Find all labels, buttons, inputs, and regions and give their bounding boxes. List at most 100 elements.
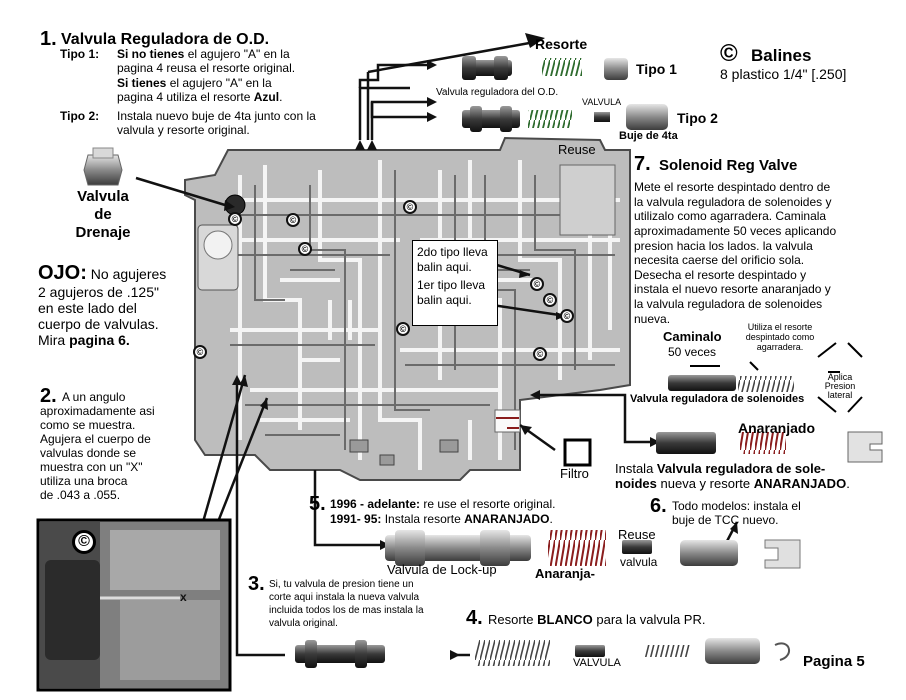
page-number: Pagina 5 <box>803 653 865 670</box>
solenoid-parts <box>563 342 883 467</box>
step3-line2: corte aqui instala la nueva valvula <box>269 592 420 603</box>
ball-marker: © <box>286 213 300 227</box>
step2-line4: Agujera el cuerpo de <box>40 432 151 446</box>
ball-marker: © <box>193 345 207 359</box>
label-anaranjado: Anaranjado <box>738 420 816 436</box>
step2-number: 2. <box>40 385 57 407</box>
label-anaranja: Anaranja- <box>535 566 595 581</box>
callout-line1: 2do tipo lleva <box>417 245 488 259</box>
step5-number: 5. <box>309 493 326 515</box>
step7-line: utilizalo como agarradera. Caminala <box>634 209 827 224</box>
step4-text: Resorte BLANCO para la valvula PR. <box>488 612 706 627</box>
label-filtro: Filtro <box>560 466 589 481</box>
label-valvula-reg-sol: Valvula reguladora de solenoides <box>630 393 805 405</box>
label-tipo1: Tipo 1 <box>636 61 677 77</box>
step1-tipo2-line2: valvula y resorte original. <box>117 123 250 137</box>
step2-line8: de .043 a .055. <box>40 488 121 502</box>
step2-line7: utiliza una broca <box>40 474 128 488</box>
step7-line: Mete el resorte despintado dentro de <box>634 180 831 194</box>
label-50-veces: 50 veces <box>668 345 717 359</box>
label-utiliza3: agarradera. <box>756 342 804 352</box>
step1-tipo1-label: Tipo 1: <box>60 47 100 61</box>
step5-line2: 1991- 95: Instala resorte ANARANJADO. <box>330 512 553 526</box>
callout-line2: balin aqui. <box>417 260 472 274</box>
label-valvula-lockup: valvula <box>620 555 658 569</box>
balines-symbol: © <box>720 40 738 67</box>
inset-ball-marker: © <box>72 530 96 554</box>
step7-title: Solenoid Reg Valve <box>659 157 798 174</box>
svg-text:x: x <box>180 590 187 604</box>
step6-number: 6. <box>650 495 667 517</box>
step1-tipo2-label: Tipo 2: <box>60 109 100 123</box>
label-reuse-lockup: Reuse <box>618 527 656 542</box>
step1-tipo1-line3: Si tienes el agujero "A" en la <box>117 76 272 90</box>
step1-tipo2-line1: Instala nuevo buje de 4ta junto con la <box>117 109 316 123</box>
step7-line: Desecha el resorte despintado y <box>634 267 807 282</box>
step1-tipo1-line2: pagina 4 reusa el resorte original. <box>117 61 296 75</box>
label-lockup: Valvula de Lock-up <box>387 562 497 577</box>
label-aplica3: lateral <box>827 390 853 400</box>
step7-line: instala el nuevo resorte anaranjado y <box>634 282 831 297</box>
ball-marker: © <box>533 347 547 361</box>
ball-marker: © <box>298 242 312 256</box>
ojo-line1: OJO: No agujeres <box>38 262 167 284</box>
ojo-line2: 2 agujeros de .125" <box>38 284 159 300</box>
ball-marker: © <box>228 212 242 226</box>
step6-line2: buje de TCC nuevo. <box>672 513 779 527</box>
solenoid-instala-line1: Instala Valvula reguladora de sole- <box>615 461 826 476</box>
balines-subtitle: 8 plastico 1/4" [.250] <box>720 66 847 82</box>
label-buje-4ta: Buje de 4ta <box>619 130 678 142</box>
callout-line3: 1er tipo lleva <box>417 278 486 292</box>
step1-title: Valvula Reguladora de O.D. <box>61 31 270 48</box>
label-valvula-od: Valvula reguladora del O.D. <box>436 87 559 98</box>
step6-line1: Todo modelos: instala el <box>672 499 801 513</box>
step1-number: 1. <box>40 28 57 50</box>
step2-line3: como se muestra. <box>40 418 136 432</box>
label-valvula-top: VALVULA <box>582 97 622 107</box>
step3-line4: valvula original. <box>269 618 338 629</box>
step3-line3: incluida todos los de mas instala la <box>269 605 424 616</box>
callout-line4: balin aqui. <box>417 293 472 307</box>
lockup-parts <box>385 530 801 569</box>
pressure-valve-parts <box>295 638 790 668</box>
ball-marker: © <box>560 309 574 323</box>
drenaje-line1: Valvula <box>77 188 129 205</box>
balines-title: Balines <box>751 46 812 65</box>
label-tipo2: Tipo 2 <box>677 110 718 126</box>
step2-line2: aproximadamente asi <box>40 404 155 418</box>
step7-line: la valvula reguladora de solenoides <box>634 297 823 311</box>
solenoid-instala-line2: noides nueva y resorte ANARANJADO. <box>615 476 850 491</box>
step7-line: nueva. <box>634 311 671 326</box>
label-utiliza1: Utiliza el resorte <box>747 322 813 332</box>
ball-marker: © <box>530 277 544 291</box>
step4-number: 4. <box>466 607 483 629</box>
ball-callout-box: 2do tipo lleva balin aqui. 1er tipo llev… <box>412 240 498 326</box>
ball-marker: © <box>543 293 557 307</box>
step3-line1: Si, tu valvula de presion tiene un <box>269 579 414 590</box>
label-caminalo: Caminalo <box>663 329 722 344</box>
step1-tipo1-line1: Si no tienes el agujero "A" en la <box>117 47 290 61</box>
label-utiliza2: despintado como <box>745 332 815 342</box>
drain-valve-part <box>83 147 123 186</box>
ojo-line4: cuerpo de valvulas. <box>38 316 159 332</box>
drenaje-line3: Drenaje <box>75 224 131 241</box>
step7-line: aproximadamente 50 veces aplicando <box>634 223 837 238</box>
step7-line: necesita caerse del orificio sola. <box>634 253 805 268</box>
step5-line1: 1996 - adelante: re use el resorte origi… <box>330 497 556 511</box>
inset-photo: x <box>36 518 232 692</box>
label-aplica2: Presion <box>824 381 856 391</box>
ojo-line5: Mira pagina 6. <box>38 332 130 348</box>
label-reuse-top: Reuse <box>558 142 596 157</box>
drenaje-line2: de <box>94 206 112 223</box>
step2-line1: A un angulo <box>62 390 126 404</box>
step2-line5: valvulas donde se <box>40 446 137 460</box>
top-valves <box>462 56 668 132</box>
ojo-line3: en este lado del <box>38 300 137 316</box>
step2-line6: muestra con un "X" <box>40 460 143 474</box>
step7-body: Mete el resorte despintado dentro de la … <box>634 180 864 326</box>
label-resorte: Resorte <box>535 36 588 52</box>
label-valvula-pr: VALVULA <box>573 657 621 669</box>
label-aplica1: Aplica <box>827 372 853 382</box>
step7-line: la valvula reguladora de solenoides y <box>634 194 832 209</box>
step7-number: 7. <box>634 153 651 175</box>
